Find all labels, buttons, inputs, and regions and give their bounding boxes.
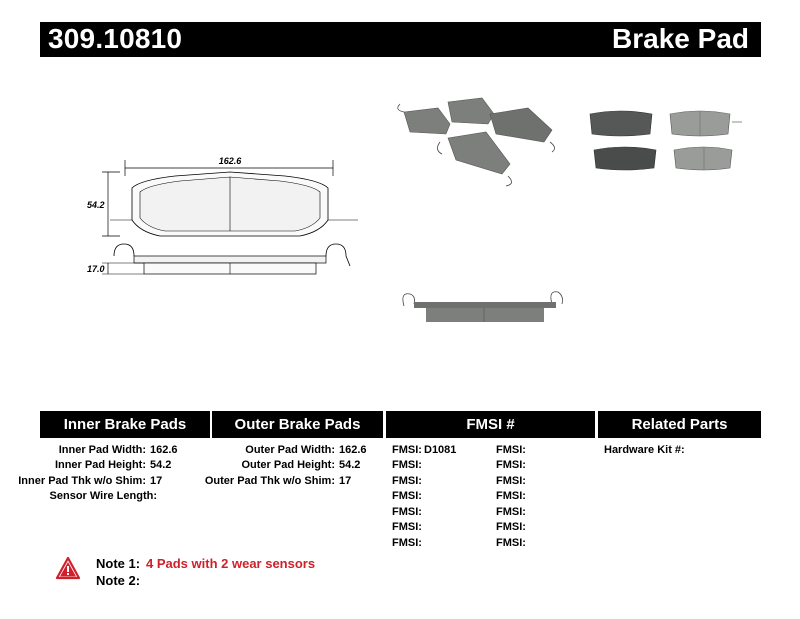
fmsi-label: FMSI: — [496, 506, 526, 518]
inner-pad-width-value: 162.6 — [150, 444, 178, 456]
warning-icon — [55, 556, 81, 580]
note-1-label: Note 1: — [96, 556, 141, 571]
fmsi-label: FMSI: — [392, 459, 422, 471]
sensor-wire-length-label: Sensor Wire Length: — [49, 490, 157, 502]
width-dimension-label: 162.6 — [219, 156, 243, 166]
height-dimension-label: 54.2 — [87, 200, 105, 210]
inner-pad-thickness-label: Inner Pad Thk w/o Shim: — [18, 475, 146, 487]
outer-pad-thickness-label: Outer Pad Thk w/o Shim: — [204, 475, 335, 487]
inner-pad-height-value: 54.2 — [150, 459, 172, 471]
inner-pad-thickness-value: 17 — [150, 475, 163, 487]
fmsi-label: FMSI: — [496, 444, 526, 456]
hardware-kit-label: Hardware Kit #: — [604, 444, 685, 456]
fmsi-label: FMSI: — [392, 490, 422, 502]
pad-side-photo — [402, 291, 563, 322]
related-parts-header: Related Parts — [598, 411, 761, 438]
outer-pad-height-value: 54.2 — [339, 459, 361, 471]
pad-technical-drawing: 162.6 54.2 17.0 — [87, 156, 358, 275]
note-1-text: 4 Pads with 2 wear sensors — [146, 556, 316, 571]
thickness-dimension-label: 17.0 — [87, 264, 105, 274]
pad-set-photo — [397, 97, 555, 187]
note-2-label: Note 2: — [96, 573, 141, 588]
part-number: 309.10810 — [48, 23, 183, 54]
inner-pad-height-label: Inner Pad Height: — [54, 459, 146, 471]
fmsi-label: FMSI: — [392, 537, 422, 549]
fmsi-value: D1081 — [424, 444, 457, 456]
outer-specs-header: Outer Brake Pads Specs — [212, 411, 383, 460]
inner-pad-width-label: Inner Pad Width: — [58, 444, 146, 456]
header-bar: 309.10810 Brake Pad — [40, 22, 761, 57]
fmsi-label: FMSI: — [392, 475, 422, 487]
fmsi-label: FMSI: — [496, 475, 526, 487]
inner-specs-header: Inner Brake Pads Specs — [40, 411, 210, 460]
fmsi-label: FMSI: — [496, 490, 526, 502]
product-type: Brake Pad — [612, 23, 749, 54]
fmsi-label: FMSI: — [392, 444, 422, 456]
outer-pad-width-label: Outer Pad Width: — [245, 444, 335, 456]
outer-pad-width-value: 162.6 — [339, 444, 367, 456]
fmsi-label: FMSI: — [496, 537, 526, 549]
fmsi-label: FMSI: — [392, 521, 422, 533]
fmsi-label: FMSI: — [496, 521, 526, 533]
fmsi-header: FMSI # — [386, 411, 595, 438]
fmsi-label: FMSI: — [392, 506, 422, 518]
outer-pad-height-label: Outer Pad Height: — [241, 459, 335, 471]
pad-faces-photo — [589, 110, 742, 171]
outer-pad-thickness-value: 17 — [339, 475, 352, 487]
fmsi-label: FMSI: — [496, 459, 526, 471]
